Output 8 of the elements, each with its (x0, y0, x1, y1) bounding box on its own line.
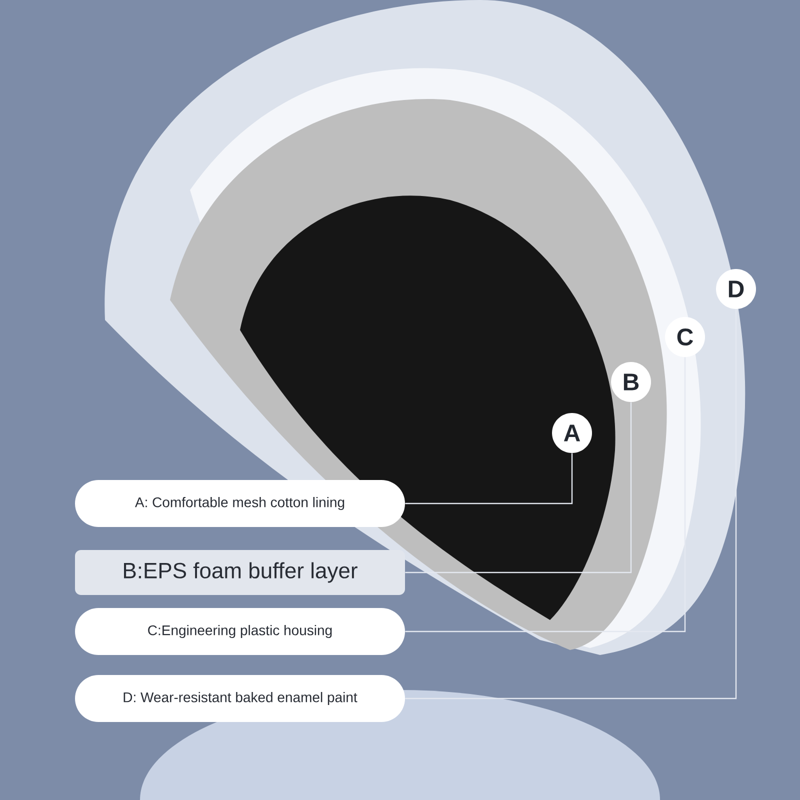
label-pill: B:EPS foam buffer layer (75, 550, 405, 595)
leader-line (405, 309, 737, 700)
label-pill: A: Comfortable mesh cotton lining (75, 480, 405, 527)
leader-line (405, 357, 686, 632)
leader-line (405, 402, 632, 574)
label-pill: C:Engineering plastic housing (75, 608, 405, 655)
leader-line (405, 453, 573, 504)
label-pill: D: Wear-resistant baked enamel paint (75, 675, 405, 722)
